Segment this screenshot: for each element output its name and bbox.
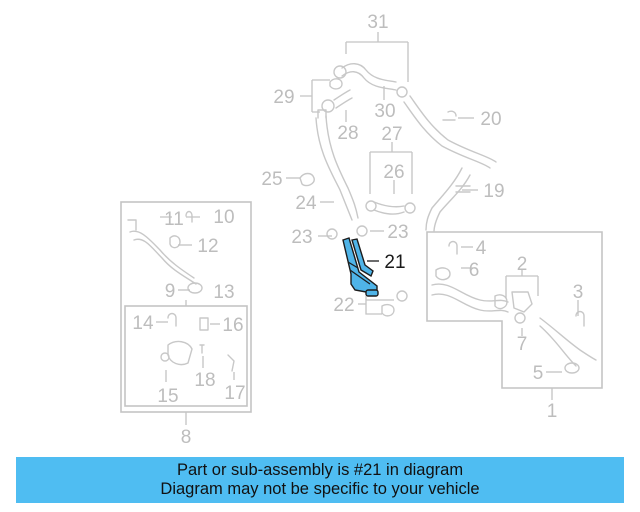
callout-23-left: 23 <box>291 227 312 248</box>
highlighted-pipe-part-21 <box>342 237 379 297</box>
callout-7: 7 <box>517 334 528 355</box>
fittings-part-22 <box>381 290 408 317</box>
callout-28: 28 <box>337 123 358 144</box>
hose-part-29 <box>321 78 353 113</box>
callout-21: 21 <box>384 252 405 273</box>
callout-12: 12 <box>197 236 218 257</box>
clamp-part-25 <box>299 172 315 187</box>
callout-1: 1 <box>547 401 558 422</box>
lower-hose-part-1 <box>431 240 597 374</box>
callout-17: 17 <box>224 383 245 404</box>
callout-24: 24 <box>295 193 317 214</box>
callout-6: 6 <box>469 260 480 281</box>
callout-16: 16 <box>222 315 243 336</box>
callout-4: 4 <box>476 238 487 259</box>
callout-30: 30 <box>374 101 395 122</box>
callout-11: 11 <box>164 209 184 230</box>
info-banner: Part or sub-assembly is #21 in diagram D… <box>16 457 624 503</box>
callout-31: 31 <box>367 12 388 33</box>
callout-10: 10 <box>213 207 234 228</box>
callout-19: 19 <box>483 181 504 202</box>
bracket-part-20 <box>442 110 457 121</box>
group-box-1 <box>426 231 603 389</box>
fittings-part-13 <box>160 312 235 372</box>
callout-3: 3 <box>573 282 584 303</box>
banner-line-2: Diagram may not be specific to your vehi… <box>160 480 480 498</box>
callout-27: 27 <box>381 124 402 145</box>
callout-29: 29 <box>273 87 294 108</box>
pipe-part-26 <box>365 200 416 215</box>
callout-9: 9 <box>165 281 176 302</box>
pipe-part-24 <box>315 109 359 221</box>
banner-line-1: Part or sub-assembly is #21 in diagram <box>176 461 464 479</box>
clamps-part-23 <box>326 225 368 240</box>
callout-2: 2 <box>517 254 528 275</box>
callout-26: 26 <box>383 162 404 183</box>
callout-13: 13 <box>213 282 234 303</box>
leader-lines <box>156 32 579 382</box>
callout-23-right: 23 <box>387 222 408 243</box>
callout-18: 18 <box>194 370 215 391</box>
callout-20: 20 <box>480 109 501 130</box>
upper-hose-part-10 <box>127 210 203 294</box>
callout-15: 15 <box>157 386 178 407</box>
callout-25: 25 <box>261 169 282 190</box>
pipes-part-31 <box>333 63 408 98</box>
callout-14: 14 <box>132 313 154 334</box>
callout-5: 5 <box>533 363 544 384</box>
pipe-part-19 <box>403 95 497 233</box>
callout-8: 8 <box>181 427 192 448</box>
callout-22: 22 <box>333 295 354 316</box>
